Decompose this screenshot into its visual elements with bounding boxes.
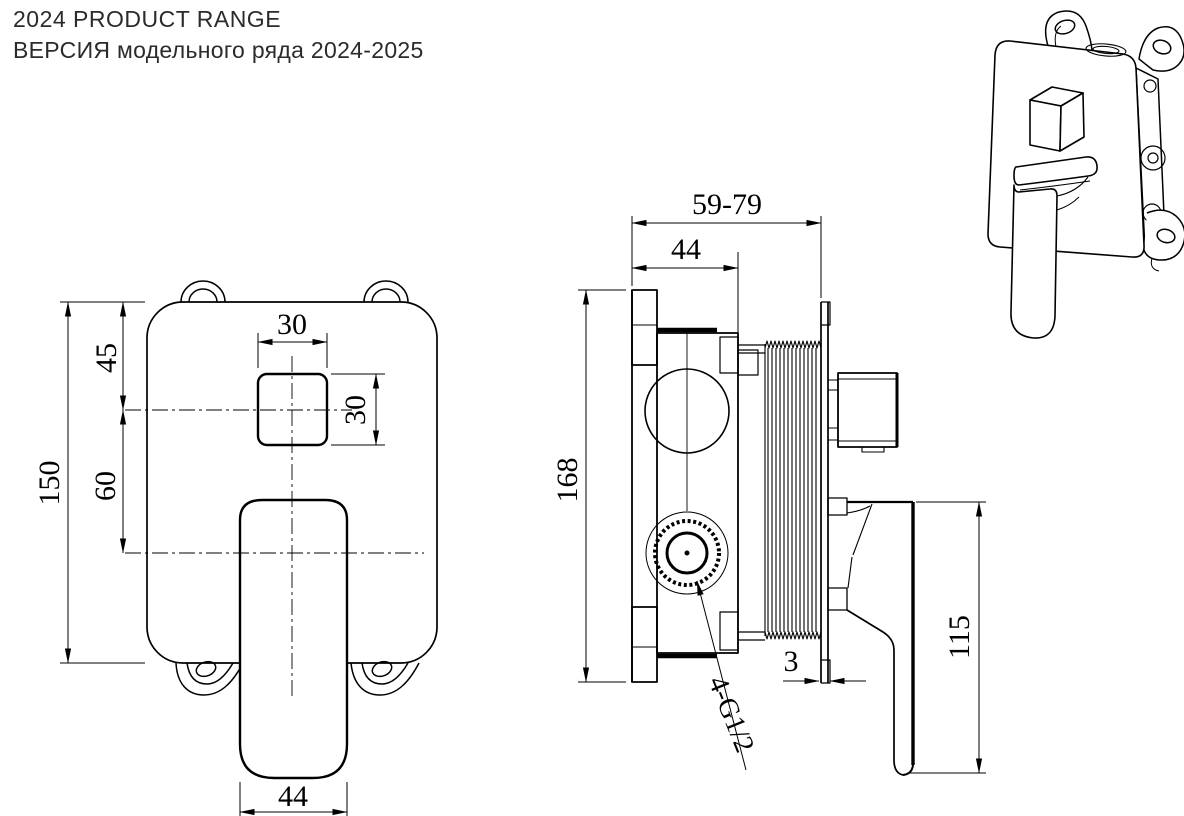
iso-diverter-cube xyxy=(1029,86,1085,152)
dim-label-box-depth: 44 xyxy=(671,233,701,266)
front-bottom-ear-left xyxy=(175,660,244,696)
side-lever-handle-profile xyxy=(827,497,915,776)
side-dim-box-depth xyxy=(631,252,739,333)
side-thread-leader-line xyxy=(696,580,747,771)
dim-label-handle-width: 44 xyxy=(278,780,308,813)
dim-label-button-to-handle: 60 xyxy=(89,471,122,501)
dim-label-depth-range: 59-79 xyxy=(692,188,762,221)
front-view-drawing xyxy=(60,280,438,816)
iso-plate xyxy=(987,40,1145,258)
iso-top-collar xyxy=(1085,43,1127,57)
iso-ear-top-center xyxy=(1044,10,1093,51)
front-dim-plate-height xyxy=(60,301,145,664)
side-dim-handle-length xyxy=(908,501,986,774)
dim-label-plate-height: 150 xyxy=(33,461,66,506)
front-dim-button-width xyxy=(257,333,328,368)
side-diverter-button-profile xyxy=(828,372,899,453)
side-thread-section xyxy=(764,340,822,640)
iso-lever-handle xyxy=(1010,156,1098,339)
dim-label-thread-spec: 4-G1/2 xyxy=(702,672,760,757)
dim-label-button-width: 30 xyxy=(277,308,307,341)
side-inlet-port-circles xyxy=(645,511,729,595)
side-view-drawing xyxy=(578,216,986,776)
side-trim-plate-edge xyxy=(820,301,831,684)
front-lever-handle xyxy=(238,498,349,780)
front-diverter-button xyxy=(256,372,329,447)
front-centerlines xyxy=(125,356,424,700)
front-top-ear-left xyxy=(180,280,226,303)
dim-label-button-height: 30 xyxy=(339,395,372,425)
dim-label-handle-length: 115 xyxy=(943,615,976,659)
dim-label-plate-thickness: 3 xyxy=(784,645,799,678)
dim-label-top-to-button: 45 xyxy=(90,343,123,373)
iso-ear-bottom-right xyxy=(1143,209,1184,272)
front-dim-handle-width xyxy=(239,782,348,816)
side-dim-depth-range xyxy=(631,216,822,298)
isometric-view-drawing xyxy=(987,10,1184,339)
iso-ear-top-right xyxy=(1138,26,1184,72)
title-line-2: ВЕРСИЯ модельного ряда 2024-2025 xyxy=(13,37,424,63)
front-dim-button-height xyxy=(331,373,385,446)
front-bottom-ear-right xyxy=(350,660,420,696)
title-block: 2024 PRODUCT RANGE ВЕРСИЯ модельного ряд… xyxy=(13,4,424,66)
side-rough-in-box xyxy=(631,289,765,683)
title-line-1: 2024 PRODUCT RANGE xyxy=(13,6,282,32)
dim-label-box-height: 168 xyxy=(551,458,584,503)
side-dim-box-height xyxy=(578,289,626,683)
front-top-ear-right xyxy=(363,280,409,303)
